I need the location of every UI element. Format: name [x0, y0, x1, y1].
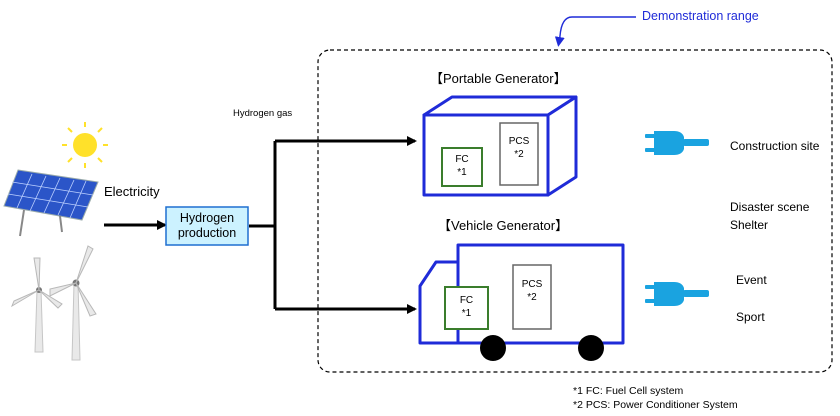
- portable-pcs-box: [499, 122, 539, 186]
- wind-turbine-icon: [10, 245, 97, 361]
- hydrogen-production-box: [165, 206, 249, 246]
- vehicle-pcs-label: PCS *2: [513, 278, 551, 304]
- portable-fc-box: [441, 147, 483, 187]
- vehicle-wheel-rear: [578, 335, 604, 361]
- portable-generator-title: 【Portable Generator】: [430, 71, 567, 86]
- demonstration-range-label: Demonstration range: [642, 9, 759, 23]
- footnote-pcs: *2 PCS: Power Conditioner System: [573, 399, 738, 411]
- portable-fc-label: FC *1: [442, 153, 482, 179]
- demonstration-range-boundary: [317, 49, 833, 373]
- use-disaster-scene: Disaster scene: [730, 200, 810, 214]
- vehicle-generator-title: 【Vehicle Generator】: [438, 218, 569, 233]
- plug-icon: [645, 282, 709, 306]
- use-shelter: Shelter: [730, 218, 769, 232]
- hydrogen-production-line2: production: [177, 226, 237, 240]
- vehicle-pcs-note: *2: [527, 292, 537, 303]
- portable-fc-text: FC: [455, 154, 469, 165]
- sun-icon: [62, 122, 108, 168]
- hydrogen-production-label: Hydrogen production: [166, 211, 248, 241]
- vehicle-wheel-front: [480, 335, 506, 361]
- hydrogen-gas-pipes: [249, 136, 417, 314]
- footnote-fc: *1 FC: Fuel Cell system: [573, 385, 684, 397]
- use-sport: Sport: [736, 310, 765, 324]
- electricity-label: Electricity: [104, 184, 160, 199]
- hydrogen-production-line1: Hydrogen: [179, 211, 235, 225]
- solar-panel-icon: [3, 169, 99, 237]
- vehicle-pcs-box: [512, 264, 552, 330]
- vehicle-fc-note: *1: [461, 308, 472, 319]
- portable-pcs-text: PCS: [508, 136, 530, 147]
- vehicle-pcs-text: PCS: [521, 279, 543, 290]
- plug-icon: [645, 131, 709, 155]
- use-event: Event: [736, 273, 767, 287]
- vehicle-fc-text: FC: [459, 295, 474, 306]
- vehicle-fc-label: FC *1: [445, 294, 488, 320]
- demonstration-range-pointer: [554, 16, 636, 47]
- portable-fc-note: *1: [457, 167, 467, 178]
- portable-pcs-label: PCS *2: [500, 135, 538, 161]
- vehicle-fc-box: [444, 286, 489, 330]
- use-construction-site: Construction site: [730, 139, 820, 153]
- hydrogen-gas-label: Hydrogen gas: [233, 108, 293, 119]
- portable-pcs-note: *2: [514, 149, 524, 160]
